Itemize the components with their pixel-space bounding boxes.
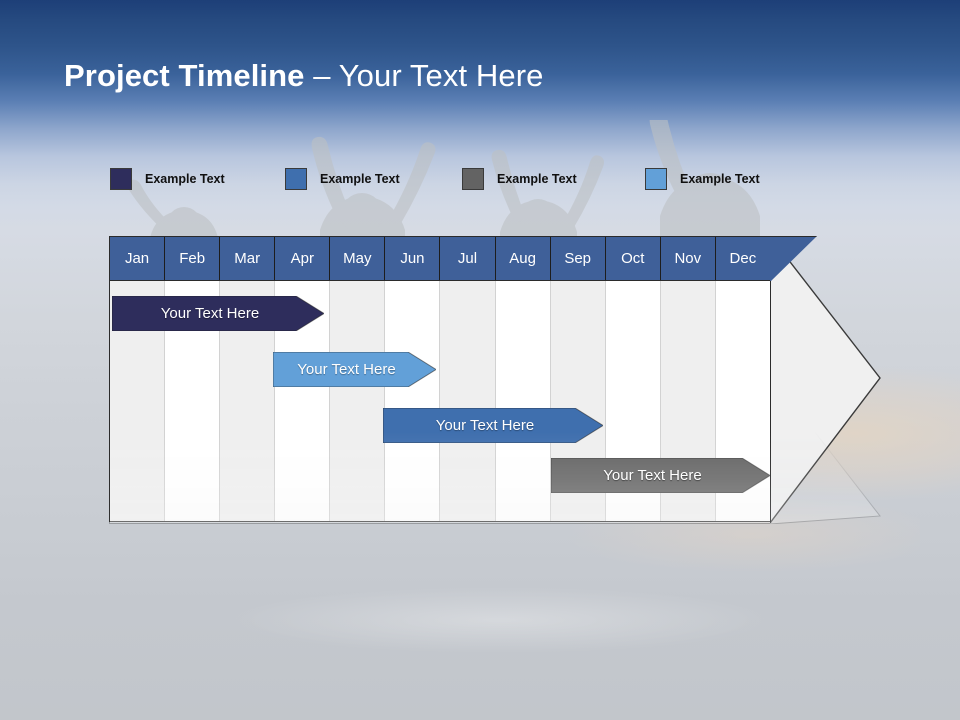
task-bar-label-4: Your Text Here: [603, 467, 702, 484]
timeline-arrow-head: [769, 233, 960, 526]
legend-label-4: Example Text: [680, 172, 760, 186]
month-header-nov[interactable]: Nov: [661, 237, 716, 280]
legend-swatch-2: [285, 168, 307, 190]
title-rest-part: Your Text Here: [338, 58, 544, 93]
slide-title: Project Timeline – Your Text Here: [64, 58, 543, 94]
legend-item-2[interactable]: Example Text: [285, 168, 400, 190]
task-bar-4[interactable]: Your Text Here: [550, 457, 771, 494]
month-header-oct[interactable]: Oct: [606, 237, 661, 280]
month-column-jun[interactable]: [385, 281, 441, 521]
month-header-mar[interactable]: Mar: [220, 237, 276, 280]
task-bar-3[interactable]: Your Text Here: [382, 407, 604, 444]
task-bar-2[interactable]: Your Text Here: [272, 351, 437, 388]
month-header-apr[interactable]: Apr: [275, 237, 331, 280]
arrow-head-shape: [769, 233, 881, 526]
month-column-jul[interactable]: [440, 281, 496, 521]
task-bar-label-3: Your Text Here: [435, 417, 535, 434]
legend-swatch-3: [462, 168, 484, 190]
title-bold-part: Project Timeline: [64, 58, 305, 93]
sky-gradient-top: [0, 0, 960, 230]
legend: Example Text Example Text Example Text Exam…: [110, 168, 810, 194]
month-header-aug[interactable]: Aug: [496, 237, 551, 280]
month-column-may[interactable]: [330, 281, 386, 521]
month-header-jul[interactable]: Jul: [440, 237, 496, 280]
month-header-jun[interactable]: Jun: [385, 237, 441, 280]
legend-item-4[interactable]: Example Text: [645, 168, 760, 190]
month-header-feb[interactable]: Feb: [165, 237, 221, 280]
task-bar-label-1: Your Text Here: [160, 305, 260, 322]
month-header-sep[interactable]: Sep: [551, 237, 606, 280]
month-header-jan[interactable]: Jan: [110, 237, 166, 280]
task-bar-label-2: Your Text Here: [297, 361, 396, 378]
month-header-may[interactable]: May: [330, 237, 386, 280]
title-dash: –: [304, 58, 339, 93]
legend-label-1: Example Text: [145, 172, 225, 186]
task-bar-1[interactable]: Your Text Here: [111, 295, 325, 332]
legend-item-3[interactable]: Example Text: [462, 168, 577, 190]
legend-label-2: Example Text: [320, 172, 400, 186]
month-header-dec[interactable]: Dec: [729, 250, 757, 267]
task-bar-shape-1: [111, 295, 325, 332]
legend-swatch-1: [110, 168, 132, 190]
legend-item-1[interactable]: Example Text: [110, 168, 225, 190]
cloud-band: [120, 560, 880, 680]
legend-swatch-4: [645, 168, 667, 190]
sky-gradient-bottom: [0, 530, 960, 720]
legend-label-3: Example Text: [497, 172, 577, 186]
month-column-aug[interactable]: [496, 281, 551, 521]
